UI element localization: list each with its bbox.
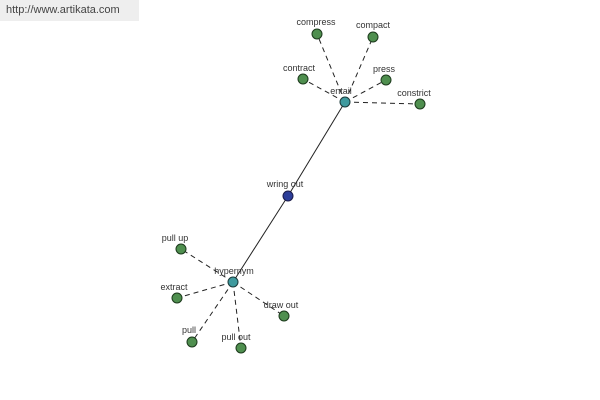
edges [176,33,421,349]
node-pull[interactable] [186,336,198,348]
edge-hypernym-pull [191,281,234,343]
edge-hypernym-pull-up [180,248,234,283]
edge-entail-contract [302,78,346,103]
edge-hypernym-extract [176,281,234,299]
node-wring-out[interactable] [282,190,294,202]
nodes [171,28,426,354]
node-contract[interactable] [297,73,309,85]
node-extract[interactable] [171,292,183,304]
label-compress: compress [296,17,336,27]
label-wring-out: wring out [266,179,304,189]
edge-entail-constrict [344,101,421,105]
node-hypernym[interactable] [227,276,239,288]
node-draw-out[interactable] [278,310,290,322]
node-entail[interactable] [339,96,351,108]
label-draw-out: draw out [264,300,299,310]
labels: wring out entail hypernym compress compa… [160,17,431,342]
label-pull-up: pull up [162,233,189,243]
site-url-label[interactable]: http://www.artikata.com [0,0,139,21]
edge-hypernym-draw-out [232,281,285,317]
label-pull: pull [182,325,196,335]
node-pull-out[interactable] [235,342,247,354]
node-constrict[interactable] [414,98,426,110]
label-compact: compact [356,20,391,30]
edge-entail-compact [344,36,374,103]
edge-entail-press [344,79,387,103]
node-pull-up[interactable] [175,243,187,255]
label-extract: extract [160,282,188,292]
edge-root-to-entail [287,101,346,197]
edge-root-to-hypernym [232,195,289,283]
label-contract: contract [283,63,316,73]
edge-entail-compress [316,33,346,103]
node-press[interactable] [380,74,392,86]
node-compact[interactable] [367,31,379,43]
label-entail: entail [330,86,352,96]
edge-hypernym-pull-out [232,281,242,349]
label-constrict: constrict [397,88,431,98]
label-pull-out: pull out [221,332,251,342]
label-hypernym: hypernym [214,266,254,276]
node-compress[interactable] [311,28,323,40]
label-press: press [373,64,396,74]
